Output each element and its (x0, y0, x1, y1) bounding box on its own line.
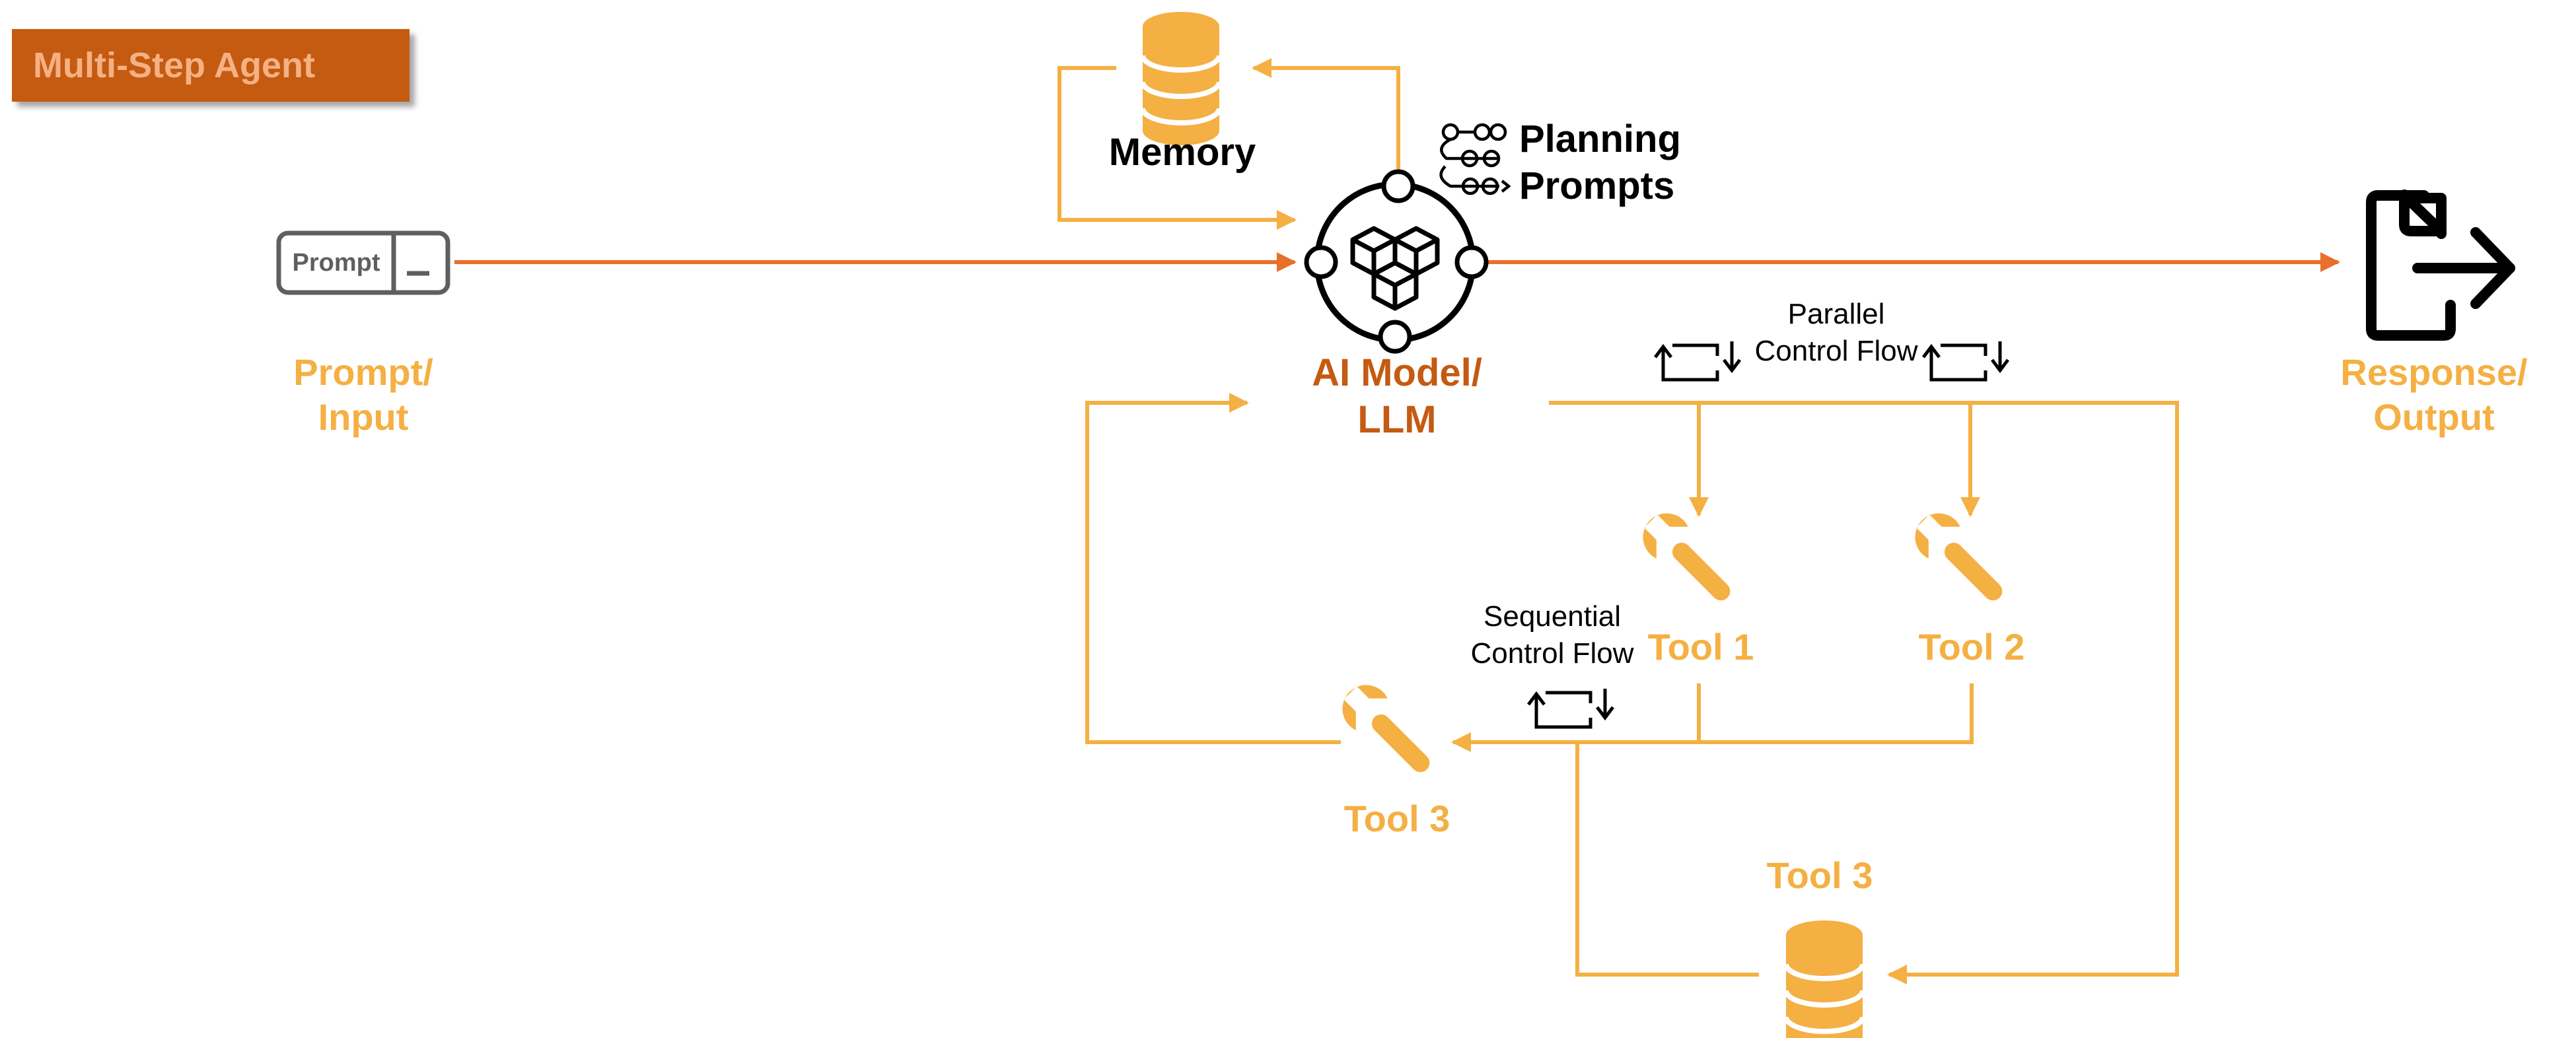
tool2-wrench-icon (1905, 503, 2017, 615)
ai-model-label-line2: LLM (1357, 398, 1437, 441)
prompt-input-icon: Prompt (276, 230, 450, 295)
planning-prompts-label: Planning Prompts (1519, 116, 1711, 210)
tool3-wrench-label: Tool 3 (1343, 798, 1450, 839)
memory-label: Memory (1108, 131, 1256, 174)
ai-model-label: AI Model/ LLM (1275, 350, 1519, 444)
title-banner: Multi-Step Agent (12, 29, 410, 102)
response-label-line1: Response/ (2340, 351, 2528, 393)
sequential-label-line2: Control Flow (1470, 637, 1634, 670)
tool3-database-icon (1786, 920, 1863, 1038)
response-label-line2: Output (2373, 396, 2495, 438)
memory-database-icon (1143, 12, 1219, 145)
model-to-tools-connector (1549, 401, 2179, 985)
document-export-icon (2366, 190, 2515, 341)
model-to-memory-connector (1252, 58, 1400, 177)
parallel-label-line1: Parallel (1787, 298, 1885, 330)
tool2-label: Tool 2 (1918, 626, 2025, 668)
prompt-input-label: Prompt/ Input (264, 350, 462, 440)
sequential-control-flow-label: Sequential Control Flow (1447, 598, 1658, 673)
tool3-to-model-connector (1085, 393, 1341, 744)
parallel-label-line2: Control Flow (1754, 335, 1918, 368)
prompt-input-label-line1: Prompt/ (293, 351, 433, 393)
planning-label-line2: Prompts (1519, 164, 1675, 207)
sequential-label-line1: Sequential (1484, 600, 1621, 633)
prompt-chip-text: Prompt (293, 249, 380, 277)
planning-flow-icon (1439, 123, 1511, 195)
memory-to-model-connector (1057, 66, 1297, 230)
tool3db-to-sequential-connector (1575, 742, 1759, 977)
title-text: Multi-Step Agent (33, 46, 315, 85)
tool1-label: Tool 1 (1647, 626, 1754, 668)
tool2-to-tool3-connector (1451, 683, 1974, 752)
parallel-control-flow-label: Parallel Control Flow (1724, 296, 1949, 370)
sequential-cycle-icon (1528, 689, 1613, 727)
ai-model-icon (1304, 169, 1489, 354)
ai-model-label-line1: AI Model/ (1312, 351, 1482, 394)
tool3-database-label: Tool 3 (1766, 854, 1873, 896)
planning-label-line1: Planning (1519, 118, 1681, 160)
response-output-label: Response/ Output (2312, 350, 2556, 440)
tool3-wrench-icon (1332, 675, 1444, 786)
prompt-input-label-line2: Input (318, 396, 409, 438)
